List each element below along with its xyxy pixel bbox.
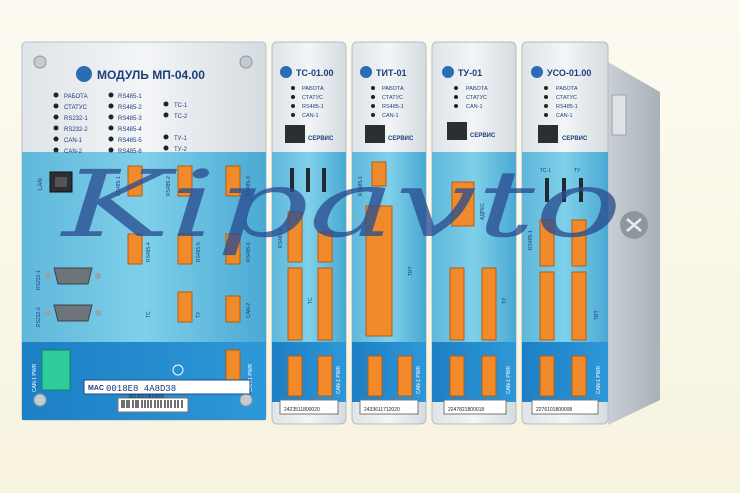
serial-number: 2276101800008 xyxy=(536,407,572,413)
led-label: ТУ-2 xyxy=(174,147,187,153)
serial-number: 2423511800020 xyxy=(284,407,320,413)
led-label: RS485-1 xyxy=(382,104,404,110)
led-label: CAN-1 xyxy=(302,113,319,119)
slot-module-2: ТИТ-01 РАБОТА СТАТУС RS485-1 CAN-1 СЕРВИ… xyxy=(351,41,427,425)
led-label: СТАТУС xyxy=(382,95,403,101)
watermark: Kipavto xyxy=(59,151,622,258)
main-connector-labels: RS485-1 RS485-2 RS485-3 RS485-4 RS485-5 … xyxy=(116,176,252,318)
led-label: РАБОТА xyxy=(556,86,578,92)
connector-label: ТУ xyxy=(196,311,202,318)
led-label: RS232-1 xyxy=(64,116,88,122)
main-module-title: МОДУЛЬ МП-04.00 xyxy=(97,68,205,82)
led-label: RS485-2 xyxy=(118,105,142,111)
side-label: RS485-1 xyxy=(528,230,534,250)
db9-label: RS232-2 xyxy=(36,307,42,327)
led-label: RS485-3 xyxy=(118,116,142,122)
serial-number: 3923031800006 xyxy=(128,394,164,400)
main-port-leds-2: ТС-1 ТС-2 ТУ-1 ТУ-2 xyxy=(163,101,188,153)
main-port-leds-1: RS485-1 RS485-2 RS485-3 RS485-4 RS485-5 … xyxy=(108,92,142,155)
db9-port-1 xyxy=(53,267,93,285)
led-label: CAN-1 xyxy=(64,138,83,144)
serial-number: 2247821800018 xyxy=(448,407,484,413)
mid-label: ТИТ xyxy=(408,266,414,276)
main-module: МОДУЛЬ МП-04.00 РАБОТА СТАТУС RS232-1 RS… xyxy=(21,41,267,421)
slot-module-3: ТУ-01 РАБОТА СТАТУС CAN-1 СЕРВИС АДРЕС Т… xyxy=(431,41,517,425)
side-label: RS485-1 xyxy=(358,176,364,196)
top-label: ТУ xyxy=(574,168,581,174)
module-title: ТУ-01 xyxy=(458,68,482,78)
service-port xyxy=(365,125,385,143)
led-label: CAN-2 xyxy=(64,149,83,155)
service-label: СЕРВИС xyxy=(308,136,334,142)
db9-label: RS232-1 xyxy=(36,270,42,290)
mid-label: ТУ xyxy=(502,297,508,304)
led-label: RS485-1 xyxy=(302,104,324,110)
mid-label: ТИТ xyxy=(594,310,600,320)
ground-icon xyxy=(172,364,184,376)
led-label: CAN-1 xyxy=(556,113,573,119)
led-label: RS485-6 xyxy=(118,149,142,155)
mid-label: ТС xyxy=(308,297,314,304)
led-label: ТС-1 xyxy=(174,103,188,109)
led-label: РАБОТА xyxy=(466,86,488,92)
connector-label: RS485-5 xyxy=(196,242,202,262)
mac-sticker xyxy=(83,379,251,395)
serial-number: 2433611712020 xyxy=(364,407,400,413)
led-label: СТАТУС xyxy=(64,105,88,111)
module-title: ТС-01.00 xyxy=(296,68,334,78)
connector-label: ТС xyxy=(146,311,152,318)
led-label: CAN-1 xyxy=(382,113,399,119)
led-label: РАБОТА xyxy=(64,94,88,100)
connector-label: RS485-4 xyxy=(146,242,152,262)
module-title: УСО-01.00 xyxy=(547,68,591,78)
slot-module-4: УСО-01.00 РАБОТА СТАТУС RS485-1 CAN-1 СЕ… xyxy=(521,41,609,425)
connector-label: RS485-3 xyxy=(246,176,252,196)
connector-label: RS485-2 xyxy=(166,176,172,196)
led-label: RS485-1 xyxy=(556,104,578,110)
bottom-label: CAN-1 PWR xyxy=(596,366,602,394)
slot-module-1: ТС-01.00 РАБОТА СТАТУС RS485-1 CAN-1 СЕР… xyxy=(271,41,347,425)
bottom-label: CAN-1 PWR xyxy=(506,366,512,394)
led-label: RS485-1 xyxy=(118,94,142,100)
side-label: АДРЕС xyxy=(480,202,486,220)
service-label: СЕРВИС xyxy=(562,136,588,142)
service-port xyxy=(285,125,305,143)
led-label: RS232-2 xyxy=(64,127,88,133)
led-label: RS485-5 xyxy=(118,138,142,144)
service-label: СЕРВИС xyxy=(470,133,496,139)
led-label: RS485-4 xyxy=(118,127,142,133)
mac-label: MAC xyxy=(88,385,104,392)
connector-label: RS485-6 xyxy=(246,242,252,262)
connector-label: RS485-1 xyxy=(116,176,122,196)
db9-port-2 xyxy=(53,304,93,322)
led-label: CAN-1 xyxy=(466,104,483,110)
bottom-label: CAN-1 PWR xyxy=(336,366,342,394)
service-port xyxy=(538,125,558,143)
led-label: РАБОТА xyxy=(382,86,404,92)
side-label: RS485-1 xyxy=(278,228,284,248)
led-label: СТАТУС xyxy=(302,95,323,101)
led-label: СТАТУС xyxy=(556,95,577,101)
bottom-label: CAN-1 PWR xyxy=(416,366,422,394)
bottom-label: CAN-1 PWR xyxy=(248,364,254,392)
side-housing xyxy=(608,62,660,425)
led-label: ТУ-1 xyxy=(174,136,187,142)
led-label: СТАТУС xyxy=(466,95,487,101)
mac-value: 0018E8 4A8D38 xyxy=(106,384,176,394)
top-label: ТС-1 xyxy=(540,168,551,174)
led-label: ТС-2 xyxy=(174,114,188,120)
service-label: СЕРВИС xyxy=(388,136,414,142)
main-status-leds: РАБОТА СТАТУС RS232-1 RS232-2 CAN-1 CAN-… xyxy=(53,92,88,155)
brand-logo xyxy=(76,66,92,82)
connector-label: CAN-2 xyxy=(246,303,252,318)
bottom-label: CAN-1 PWR xyxy=(32,364,38,392)
module-title: ТИТ-01 xyxy=(376,68,406,78)
lan-label: LAN xyxy=(38,178,44,190)
service-port xyxy=(447,122,467,140)
led-label: РАБОТА xyxy=(302,86,324,92)
